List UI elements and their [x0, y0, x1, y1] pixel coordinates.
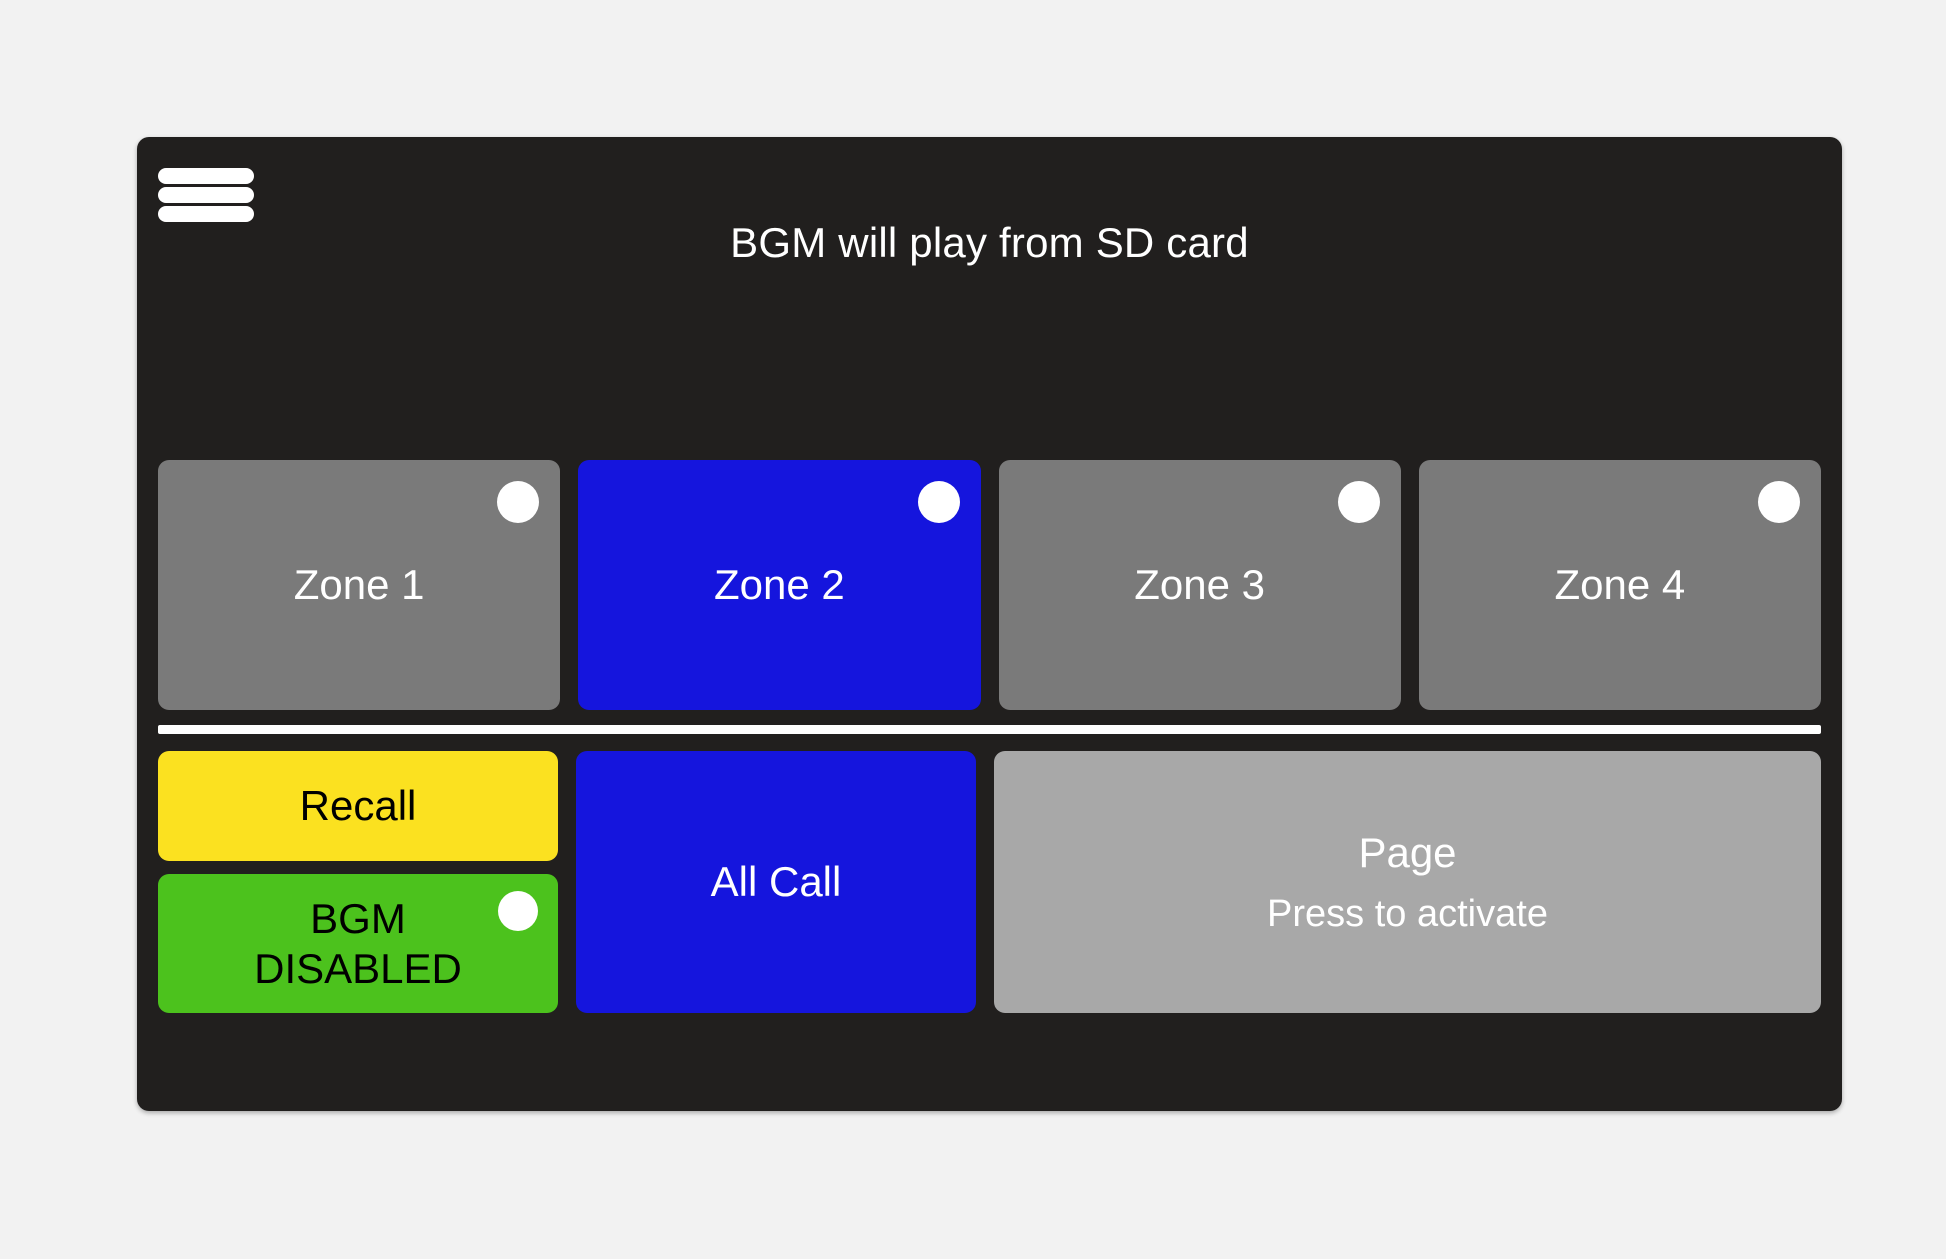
zone-led-indicator-3: [1337, 481, 1380, 523]
recall-button[interactable]: Recall: [158, 751, 558, 861]
bgm-led-indicator: [498, 891, 538, 931]
hamburger-bar-2: [158, 187, 254, 203]
zone-label-1: Zone 1: [293, 561, 425, 608]
page-button[interactable]: Page Press to activate: [994, 751, 1821, 1013]
device-panel: BGM will play from SD card Zone 1 Zone 2…: [137, 137, 1842, 1111]
control-button-row: Recall BGM DISABLED All Call Page Press …: [158, 751, 1821, 1013]
zone-button-3[interactable]: Zone 3: [998, 460, 1401, 710]
all-call-button[interactable]: All Call: [576, 751, 976, 1013]
hamburger-bar-1: [158, 168, 254, 184]
hamburger-menu-icon[interactable]: [158, 165, 258, 225]
zone-led-indicator-4: [1758, 481, 1800, 523]
section-divider: [158, 725, 1821, 734]
page-hint-label: Press to activate: [1267, 892, 1548, 935]
all-call-label: All Call: [710, 858, 842, 905]
recall-bgm-column: Recall BGM DISABLED: [158, 751, 558, 1013]
zone-button-2[interactable]: Zone 2: [578, 460, 981, 710]
status-message: BGM will play from SD card: [730, 219, 1249, 266]
zone-led-indicator-1: [497, 481, 540, 523]
zone-label-2: Zone 2: [713, 561, 845, 608]
zone-led-indicator-2: [917, 481, 960, 523]
zone-button-1[interactable]: Zone 1: [158, 460, 561, 710]
zone-label-4: Zone 4: [1554, 561, 1686, 608]
bgm-label-line-2: DISABLED: [254, 944, 462, 992]
zone-button-row: Zone 1 Zone 2 Zone 3 Zone 4: [158, 460, 1821, 710]
page-title-label: Page: [1358, 828, 1457, 876]
zone-label-3: Zone 3: [1134, 561, 1265, 608]
bgm-toggle-button[interactable]: BGM DISABLED: [158, 874, 558, 1013]
recall-label: Recall: [299, 782, 417, 829]
hamburger-bar-3: [158, 206, 254, 222]
zone-button-4[interactable]: Zone 4: [1418, 460, 1821, 710]
bgm-label-line-1: BGM: [310, 895, 406, 943]
